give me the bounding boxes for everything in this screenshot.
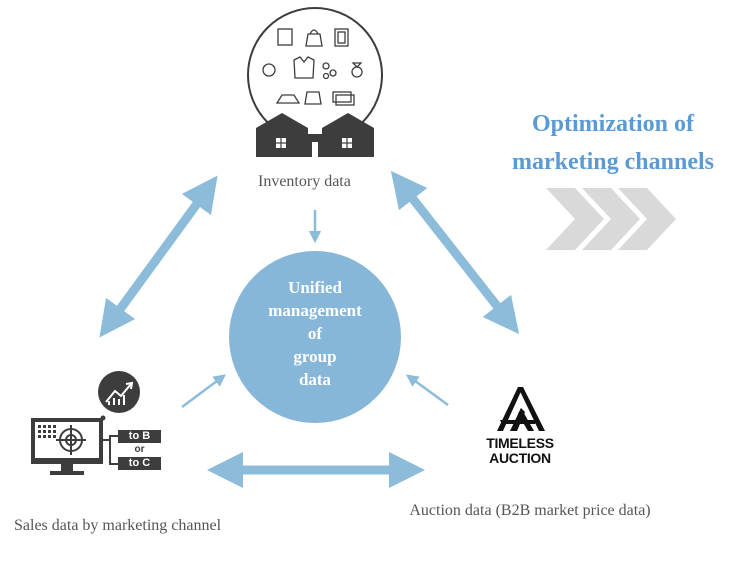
arrow-auction-to-center xyxy=(405,374,449,407)
chevron-3 xyxy=(618,188,676,250)
bag-icon xyxy=(305,29,323,47)
chevron-2 xyxy=(582,188,640,250)
center-line-3: of xyxy=(307,324,323,343)
headline-line-2: marketing channels xyxy=(511,149,714,175)
to-c-badge xyxy=(118,457,161,470)
center-label: Unified management of group data xyxy=(229,276,401,391)
center-line-1: Unified xyxy=(288,278,342,297)
chart-bubble xyxy=(98,371,140,413)
jacket-icon xyxy=(293,56,315,79)
center-line-4: group xyxy=(293,347,337,366)
to-b-text: to B xyxy=(128,430,151,442)
logo-wordmark: TIMELESS AUCTION xyxy=(480,436,560,466)
timeless-auction-logo xyxy=(497,387,545,431)
item-icons xyxy=(262,28,363,106)
arrow-inventory-sales xyxy=(99,175,218,338)
keypad-icon xyxy=(38,425,56,438)
gold-bar-icon xyxy=(275,94,301,104)
inventory-icon xyxy=(247,7,383,157)
inventory-label: Inventory data xyxy=(258,173,351,190)
frame-icon xyxy=(334,28,349,47)
sales-icon xyxy=(31,371,161,475)
or-text: or xyxy=(134,444,145,455)
gems-icon xyxy=(322,62,330,70)
logo-line-2: AUCTION xyxy=(489,450,551,466)
chevron-arrows-icon xyxy=(546,188,676,250)
headline: Optimization of marketing channels xyxy=(495,105,731,181)
trend-icon xyxy=(105,383,132,403)
center-line-5: data xyxy=(298,370,332,389)
clothing-icon xyxy=(277,28,293,46)
target-icon xyxy=(56,425,86,455)
arrow-sales-to-center xyxy=(181,374,227,409)
jar-icon xyxy=(304,91,322,105)
center-line-2: management xyxy=(268,301,362,320)
auction-label: Auction data (B2B market price data) xyxy=(409,502,651,519)
sales-label: Sales data by marketing channel xyxy=(14,517,222,534)
center-circle xyxy=(229,251,401,423)
arrow-inventory-auction xyxy=(390,170,520,335)
chevron-1 xyxy=(546,188,604,250)
to-c-text: to C xyxy=(128,457,151,469)
banknote-icon xyxy=(332,91,352,103)
to-b-badge xyxy=(118,430,161,443)
watch-icon xyxy=(262,63,276,77)
headline-line-1: Optimization of xyxy=(532,111,694,137)
logo-line-1: TIMELESS xyxy=(486,435,554,451)
